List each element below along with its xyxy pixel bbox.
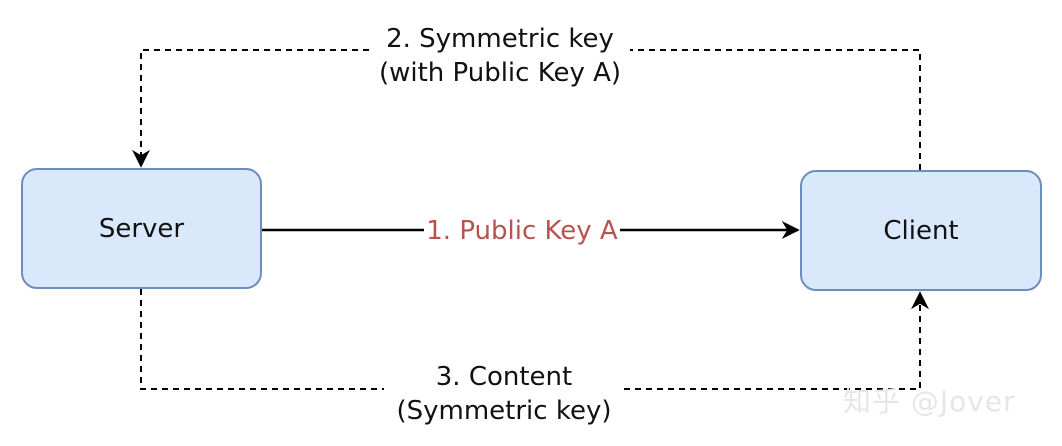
client-node: Client [800, 170, 1042, 291]
edge-symmetric-key-label: 2. Symmetric key (with Public Key A) [370, 22, 630, 90]
watermark: 知乎 @Jover [843, 385, 1016, 418]
edge-symmetric-key-label-line1: 2. Symmetric key [386, 24, 614, 54]
edge-symmetric-key-label-line2: (with Public Key A) [378, 58, 622, 88]
edge-public-key-label: 1. Public Key A [424, 214, 620, 248]
edge-content-label-line1: 3. Content [435, 362, 573, 392]
client-node-label: Client [883, 215, 959, 246]
edge-content-label: 3. Content (Symmetric key) [384, 360, 624, 428]
server-node-label: Server [98, 213, 185, 244]
server-node: Server [21, 168, 262, 289]
edge-content-label-line2: (Symmetric key) [396, 396, 612, 426]
